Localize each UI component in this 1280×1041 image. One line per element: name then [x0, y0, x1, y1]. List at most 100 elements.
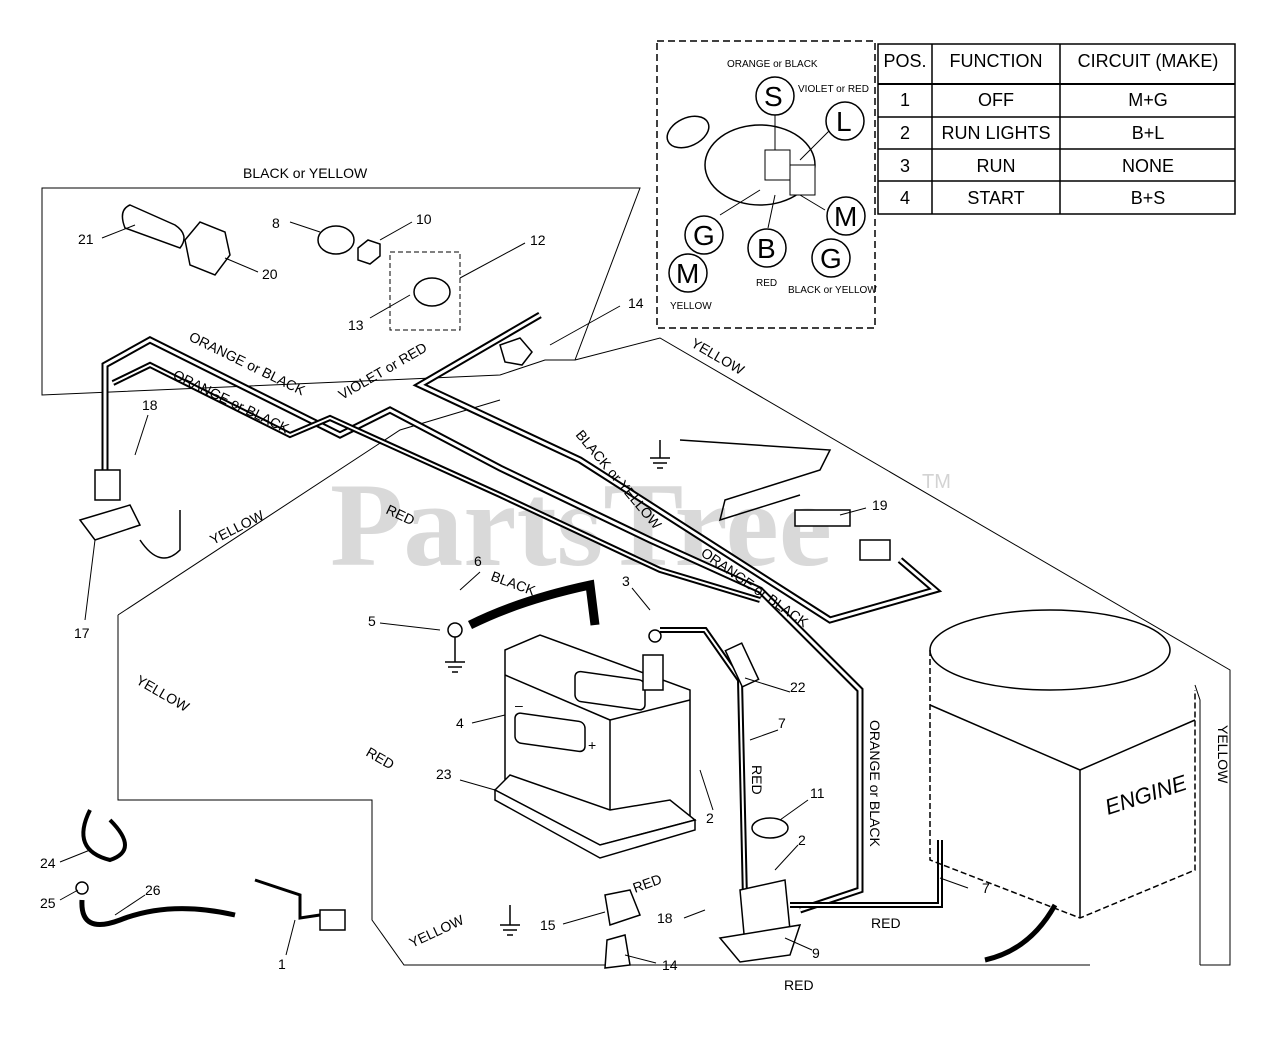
lead-B — [767, 194, 776, 229]
callout-24: 24 — [40, 855, 56, 871]
table-cell: 3 — [900, 156, 910, 176]
callout-1: 1 — [278, 956, 286, 972]
callout-7a: 7 — [778, 715, 786, 731]
engine-top — [929, 609, 1171, 691]
wire-label: YELLOW — [407, 911, 467, 950]
harness-second-inner — [112, 363, 761, 601]
callout-16: 15 — [540, 917, 556, 933]
terminal-B-circle — [747, 228, 787, 268]
black-battery-cable — [467, 579, 600, 630]
battery-edge — [504, 674, 611, 721]
dash-panel-outline — [41, 187, 641, 396]
part-19-plug — [859, 539, 891, 561]
callout-12: 12 — [530, 232, 546, 248]
part-19-seat-switch — [794, 509, 851, 527]
wire-label: BLACK or YELLOW — [243, 165, 368, 181]
table-cell: 1 — [900, 90, 910, 110]
key-terminal-1 — [764, 149, 791, 181]
part-15-clip — [604, 934, 631, 969]
main-harness-inner — [103, 338, 862, 912]
switch-table: POS. FUNCTION CIRCUIT (MAKE) 1 OFF M+G 2… — [877, 43, 1236, 215]
engine-edge — [929, 704, 1196, 771]
wire-label: YELLOW — [1215, 725, 1231, 784]
callout-21: 21 — [78, 231, 94, 247]
terminal-S: S — [764, 81, 783, 112]
table-cell: B+L — [1132, 123, 1165, 143]
wire-label: RED — [871, 915, 901, 931]
battery-cap-2 — [574, 670, 646, 711]
battery-tray-side — [494, 788, 696, 859]
solenoid-engine-cable-outer — [790, 840, 943, 908]
part-22-boot — [724, 642, 760, 688]
table-header-function: FUNCTION — [950, 51, 1043, 71]
part-8-bezel — [317, 225, 355, 255]
terminal-M2-circle — [826, 196, 866, 236]
main-harness-outer — [101, 336, 864, 914]
callout-7b: 7 — [982, 880, 990, 896]
key-detail-icon — [666, 115, 710, 149]
lead-G1 — [719, 189, 761, 216]
table-cell: M+G — [1128, 90, 1168, 110]
part-3-terminal — [648, 629, 662, 643]
callout-20: 20 — [262, 266, 278, 282]
callout-25: 25 — [40, 895, 56, 911]
callout-26: 26 — [145, 882, 161, 898]
callout-10: 10 — [416, 211, 432, 227]
part-9-base — [718, 924, 802, 963]
terminal-B: B — [757, 233, 776, 264]
part-12-box — [389, 251, 461, 331]
part-10-nut — [357, 239, 381, 265]
wire-label: RED — [631, 871, 664, 896]
terminal-M1: M — [676, 258, 699, 289]
terminal-G2-circle — [811, 238, 851, 278]
callout-18b: 18 — [657, 910, 673, 926]
part-20-socket — [184, 221, 231, 276]
wire-label: RED — [749, 765, 765, 795]
terminal-G2: G — [820, 243, 842, 274]
table-cell: RUN — [977, 156, 1016, 176]
part-21-bulb — [121, 204, 185, 249]
part-5-terminal — [447, 622, 463, 638]
key-terminal-2 — [789, 164, 816, 196]
battery-cap-1 — [514, 712, 586, 753]
lead-M2 — [799, 194, 826, 211]
part-14-connector — [499, 337, 533, 366]
callout-18a: 18 — [142, 397, 158, 413]
red-cable-inner — [660, 629, 746, 901]
terminal-M2: M — [834, 201, 857, 232]
battery-post-cap — [642, 654, 664, 691]
callout-2b: 2 — [798, 832, 806, 848]
wire-label: RED — [364, 744, 398, 773]
detail-label-yellow: YELLOW — [670, 301, 712, 312]
callout-23: 23 — [436, 766, 452, 782]
wire-label: ORANGE or BLACK — [867, 720, 883, 847]
part-25-clamp — [75, 881, 89, 895]
detail-label-red: RED — [756, 278, 777, 289]
lead-L — [799, 129, 831, 161]
part-1-connector — [319, 909, 346, 931]
terminal-L-circle — [825, 101, 865, 141]
callout-22: 22 — [790, 679, 806, 695]
part-17-mount — [139, 510, 181, 559]
terminal-M1-circle — [668, 253, 708, 293]
ground-symbol-bottom — [500, 905, 520, 936]
callout-15: 14 — [662, 957, 678, 973]
frame-outline-right — [574, 337, 1231, 966]
callout-17: 17 — [74, 625, 90, 641]
battery-edge-2 — [609, 699, 691, 721]
terminal-G1: G — [693, 220, 715, 251]
detail-label-bottom: BLACK or YELLOW — [788, 285, 877, 296]
engine-label: ENGINE — [1102, 770, 1190, 820]
switch-table-border — [877, 43, 1236, 215]
frame-inner-right — [1194, 684, 1201, 965]
table-cell: 4 — [900, 188, 910, 208]
callout-6: 6 — [474, 553, 482, 569]
detail-label-right: VIOLET or RED — [798, 84, 869, 95]
table-cell: START — [967, 188, 1024, 208]
harness-key-to-seat-inner — [416, 313, 939, 622]
ground-symbol-seat — [650, 440, 670, 469]
frame-outline-left — [117, 615, 1090, 966]
table-header-circuit: CIRCUIT (MAKE) — [1078, 51, 1219, 71]
callout-5: 5 — [368, 613, 376, 629]
terminal-L: L — [836, 106, 852, 137]
